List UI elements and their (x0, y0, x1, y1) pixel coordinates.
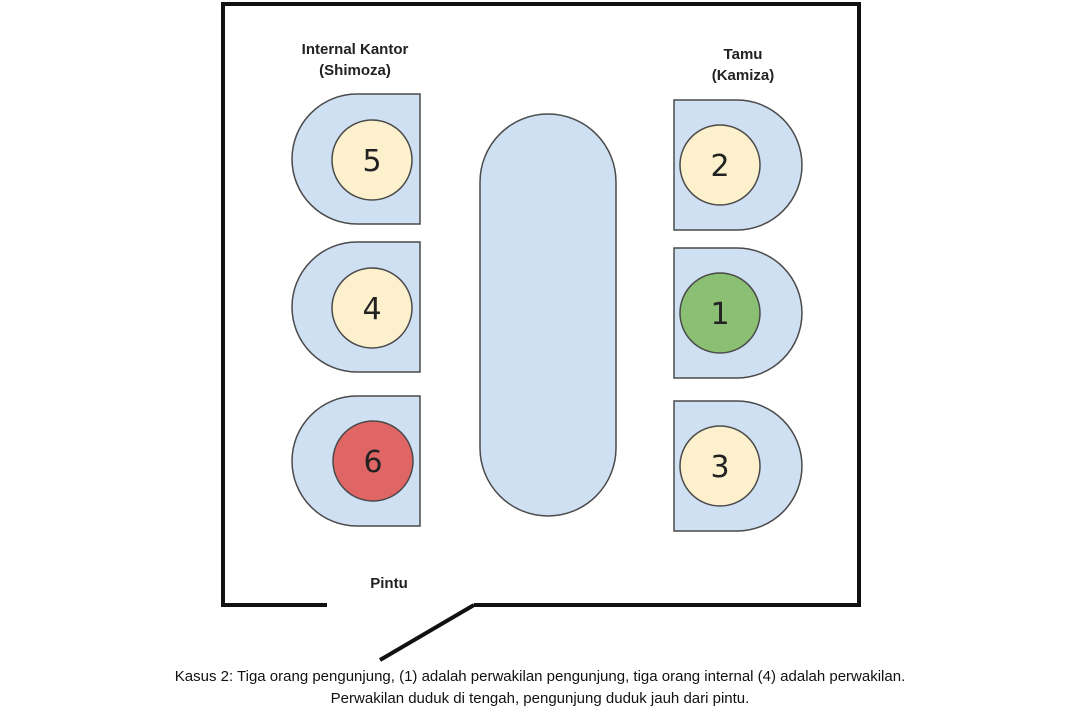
seat-number-5: 5 (362, 144, 381, 179)
person-6 (332, 420, 414, 502)
person-3 (679, 425, 761, 507)
seat-number-1: 1 (710, 297, 729, 332)
internal-label-line1: Internal Kantor (302, 41, 409, 58)
caption-line2: Perwakilan duduk di tengah, pengunjung d… (330, 690, 750, 707)
person-2 (679, 124, 761, 206)
seat-number-2: 2 (710, 149, 729, 184)
caption-line1: Kasus 2: Tiga orang pengunjung, (1) adal… (174, 668, 906, 685)
meeting-table (479, 113, 617, 517)
seat-number-4: 4 (362, 292, 381, 327)
internal-label-line2: (Shimoza) (319, 62, 391, 79)
door-swing (378, 603, 476, 662)
seat-number-3: 3 (710, 450, 729, 485)
door-label: Pintu (370, 575, 408, 592)
diagram-caption: Kasus 2: Tiga orang pengunjung, (1) adal… (0, 666, 1080, 710)
person-1 (679, 272, 761, 354)
room-wall (221, 2, 861, 607)
seat-number-6: 6 (363, 445, 382, 480)
guest-label-line2: (Kamiza) (712, 67, 775, 84)
person-4 (331, 267, 413, 349)
guest-label-line1: Tamu (724, 46, 763, 63)
person-5 (331, 119, 413, 201)
